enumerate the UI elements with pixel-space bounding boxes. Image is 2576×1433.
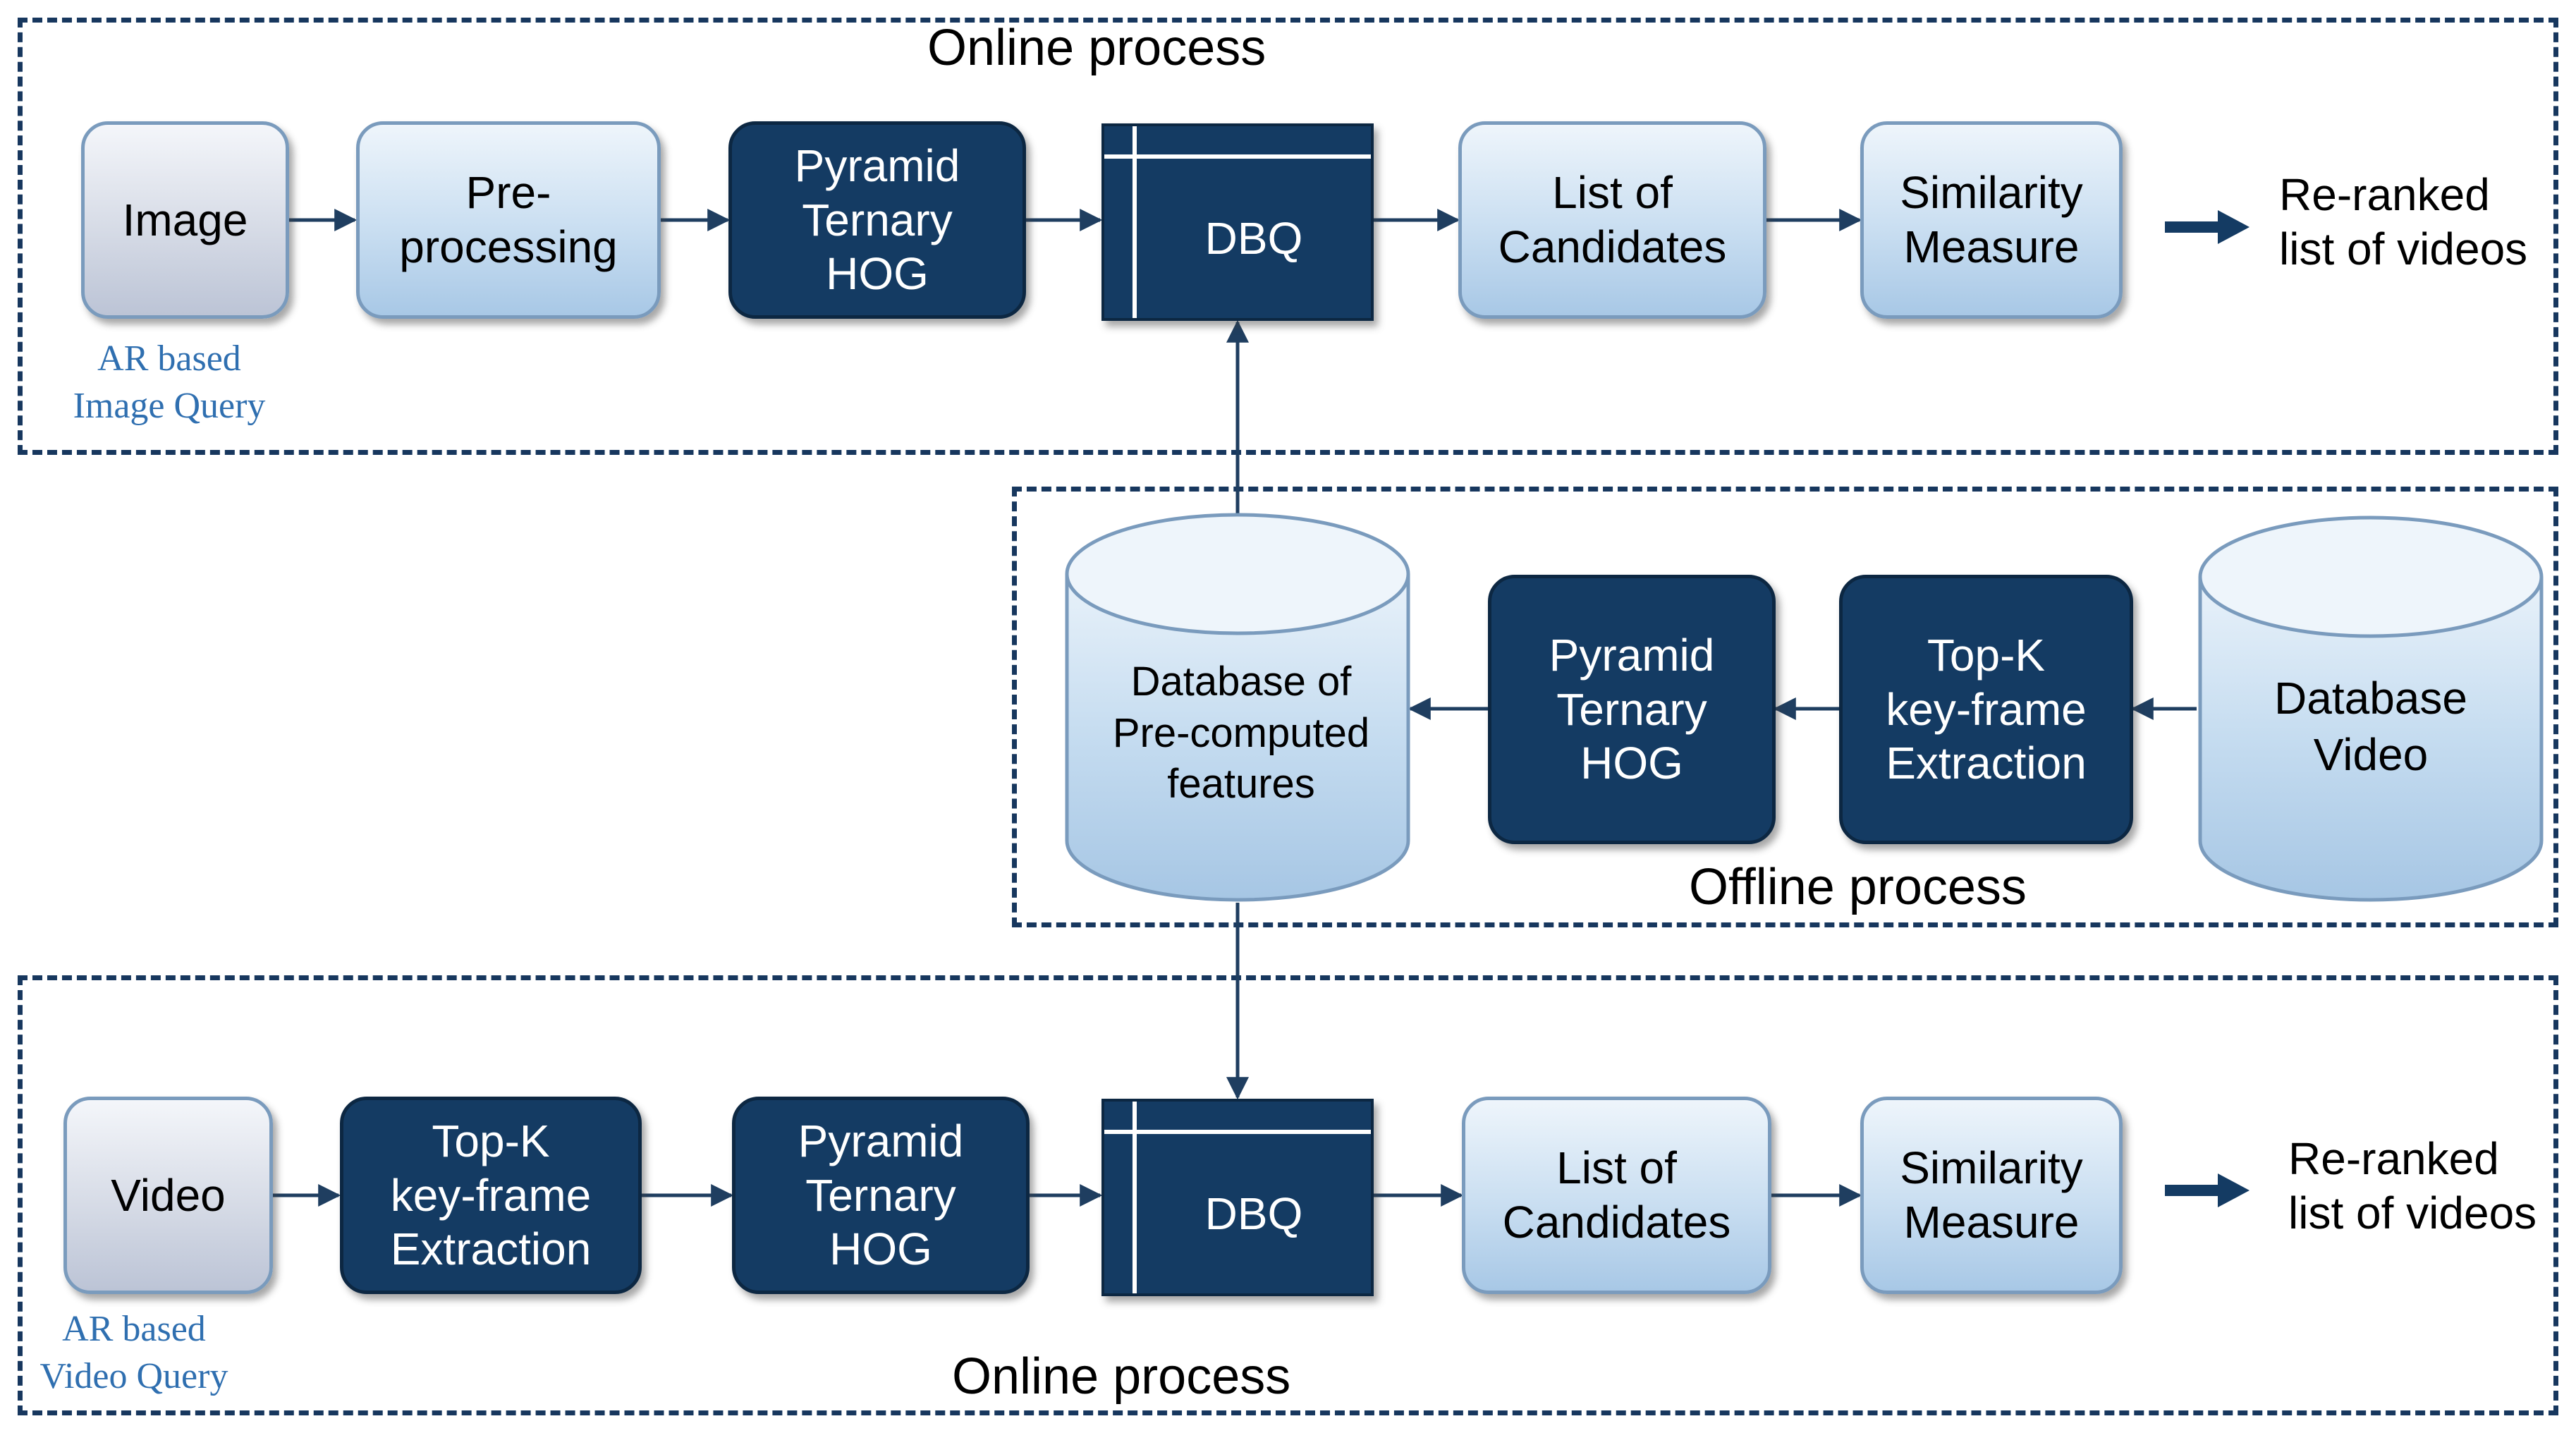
ar-image-query-note: AR based Image Query xyxy=(73,339,266,426)
dbq-box-bottom: DBQ xyxy=(1101,1099,1374,1296)
features-database-label: Database of Pre-computed features xyxy=(1112,659,1370,807)
dbq-label-bottom: DBQ xyxy=(1204,1188,1303,1239)
similarity-measure-box-bottom: Similarity Measure xyxy=(1860,1097,2123,1294)
list-of-candidates-box-bottom: List of Candidates xyxy=(1462,1097,1771,1294)
pyramid-ternary-hog-box-bottom: Pyramid Ternary HOG xyxy=(732,1097,1030,1294)
topk-keyframe-extraction-box-offline: Top-K key-frame Extraction xyxy=(1839,575,2133,844)
video-query-box: Video xyxy=(63,1097,273,1294)
pyramid-ternary-hog-box-top: Pyramid Ternary HOG xyxy=(728,121,1026,319)
online-process-top-title: Online process xyxy=(927,20,1266,76)
output-arrowhead-top xyxy=(2218,210,2250,244)
ar-video-query-note: AR based Video Query xyxy=(39,1309,228,1396)
video-database-cylinder xyxy=(2198,516,2544,902)
list-of-candidates-box-top: List of Candidates xyxy=(1458,121,1766,319)
output-arrowhead-bottom xyxy=(2218,1173,2250,1207)
dbq-box-top: DBQ xyxy=(1101,123,1374,321)
online-process-top-region xyxy=(18,18,2558,455)
dbq-label-top: DBQ xyxy=(1204,213,1303,264)
online-process-bottom-region xyxy=(18,975,2558,1415)
preprocessing-box: Pre- processing xyxy=(356,121,661,319)
offline-process-region xyxy=(1012,487,2558,927)
offline-process-title: Offline process xyxy=(1689,859,2027,915)
pyramid-ternary-hog-box-offline: Pyramid Ternary HOG xyxy=(1488,575,1776,844)
similarity-measure-box-top: Similarity Measure xyxy=(1860,121,2123,319)
topk-keyframe-extraction-box-bottom: Top-K key-frame Extraction xyxy=(340,1097,642,1294)
features-database-cylinder xyxy=(1065,513,1410,902)
reranked-output-bottom: Re-ranked list of videos xyxy=(2288,1133,2537,1238)
image-query-box: Image xyxy=(81,121,289,319)
video-database-label: Database Video xyxy=(2274,673,2467,780)
reranked-output-top: Re-ranked list of videos xyxy=(2279,169,2528,274)
online-process-bottom-title: Online process xyxy=(952,1348,1291,1405)
